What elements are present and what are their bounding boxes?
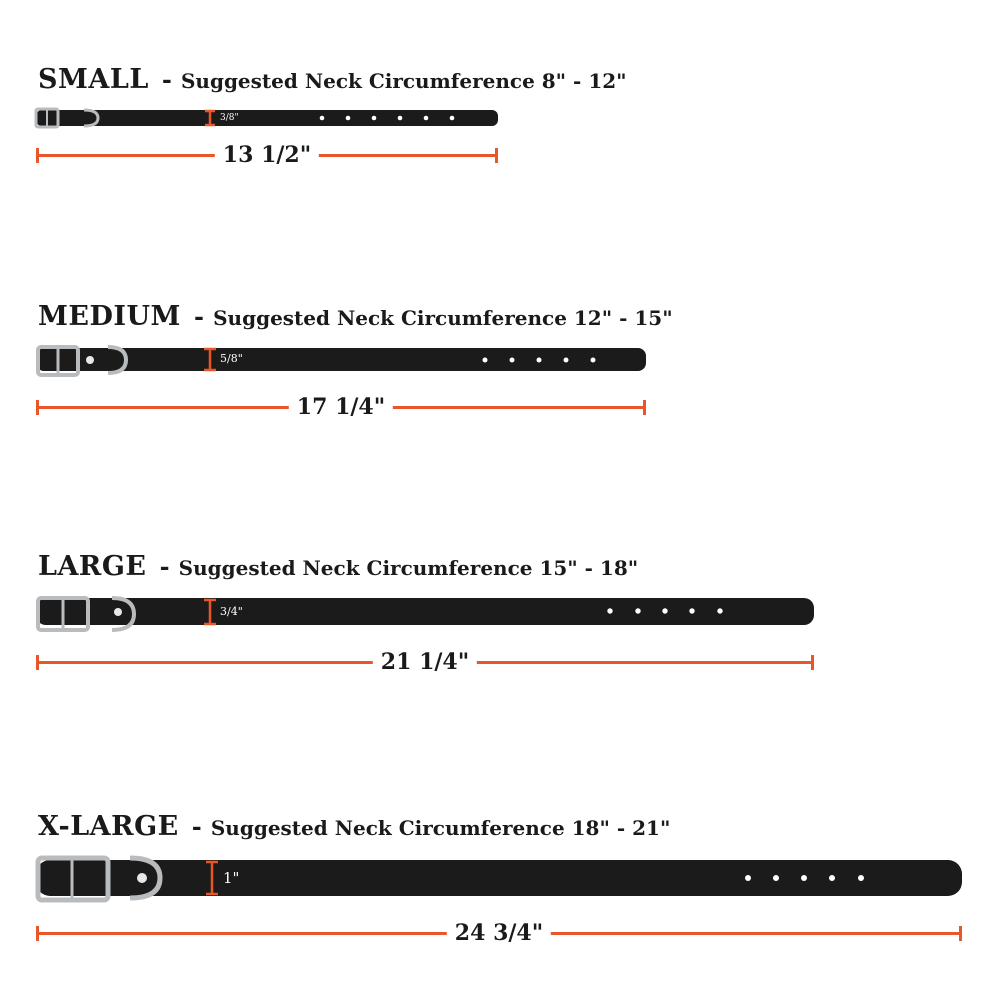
collar-illustration	[35, 855, 962, 903]
neck-circumference-text: Suggested Neck Circumference 12" - 15"	[213, 306, 673, 330]
rivet-icon	[114, 608, 122, 616]
heading-separator: -	[191, 812, 202, 841]
length-measurement: 13 1/2"	[36, 140, 498, 170]
adjustment-holes	[482, 357, 596, 363]
heading-separator: -	[159, 552, 170, 581]
adjustment-holes	[745, 875, 864, 881]
collar-width-label: 3/4"	[220, 605, 243, 618]
rivet-icon	[86, 356, 94, 364]
collar-strap	[36, 598, 814, 625]
d-ring-icon	[83, 108, 100, 128]
collar-width-label: 3/8"	[220, 113, 239, 123]
d-ring-icon	[129, 855, 163, 901]
neck-circumference-text: Suggested Neck Circumference 18" - 21"	[210, 816, 671, 840]
size-name: SMALL	[38, 64, 149, 95]
d-ring-icon	[111, 596, 137, 632]
buckle-icon	[36, 596, 90, 632]
collar-width-label: 5/8"	[220, 352, 243, 365]
adjustment-holes	[607, 608, 723, 614]
size-block-small: SMALL - Suggested Neck Circumference 8" …	[0, 0, 1000, 200]
buckle-icon	[35, 855, 111, 903]
adjustment-holes	[319, 115, 455, 121]
neck-circumference-text: Suggested Neck Circumference 8" - 12"	[180, 69, 627, 93]
collar-strap	[36, 348, 646, 371]
length-measurement: 24 3/4"	[36, 918, 962, 948]
collar-length-label: 17 1/4"	[288, 392, 394, 422]
size-heading: SMALL - Suggested Neck Circumference 8" …	[38, 66, 627, 93]
size-block-medium: MEDIUM - Suggested Neck Circumference 12…	[0, 0, 1000, 450]
collar-length-label: 21 1/4"	[372, 647, 478, 677]
collar-width-label: 1"	[223, 869, 240, 887]
collar-length-label: 13 1/2"	[214, 140, 320, 170]
buckle-icon	[36, 345, 80, 377]
size-heading: MEDIUM - Suggested Neck Circumference 12…	[38, 303, 673, 330]
collar-strap	[36, 110, 498, 126]
size-block-large: LARGE - Suggested Neck Circumference 15"…	[36, 553, 814, 677]
heading-separator: -	[161, 65, 172, 94]
length-measurement: 21 1/4"	[36, 647, 814, 677]
size-name: LARGE	[38, 551, 147, 582]
rivet-icon	[137, 873, 147, 883]
size-name: MEDIUM	[38, 301, 181, 332]
buckle-icon	[34, 107, 60, 129]
size-heading: LARGE - Suggested Neck Circumference 15"…	[38, 553, 638, 580]
collar-length-label: 24 3/4"	[446, 918, 552, 948]
d-ring-icon	[107, 345, 129, 375]
length-measurement: 17 1/4"	[36, 392, 646, 422]
collar-illustration	[36, 345, 646, 377]
collar-illustration	[34, 107, 498, 129]
neck-circumference-text: Suggested Neck Circumference 15" - 18"	[178, 556, 639, 580]
size-heading: X-LARGE - Suggested Neck Circumference 1…	[38, 813, 670, 840]
size-name: X-LARGE	[38, 811, 179, 842]
collar-illustration	[36, 596, 814, 632]
heading-separator: -	[194, 302, 205, 331]
collar-strap	[36, 860, 962, 896]
